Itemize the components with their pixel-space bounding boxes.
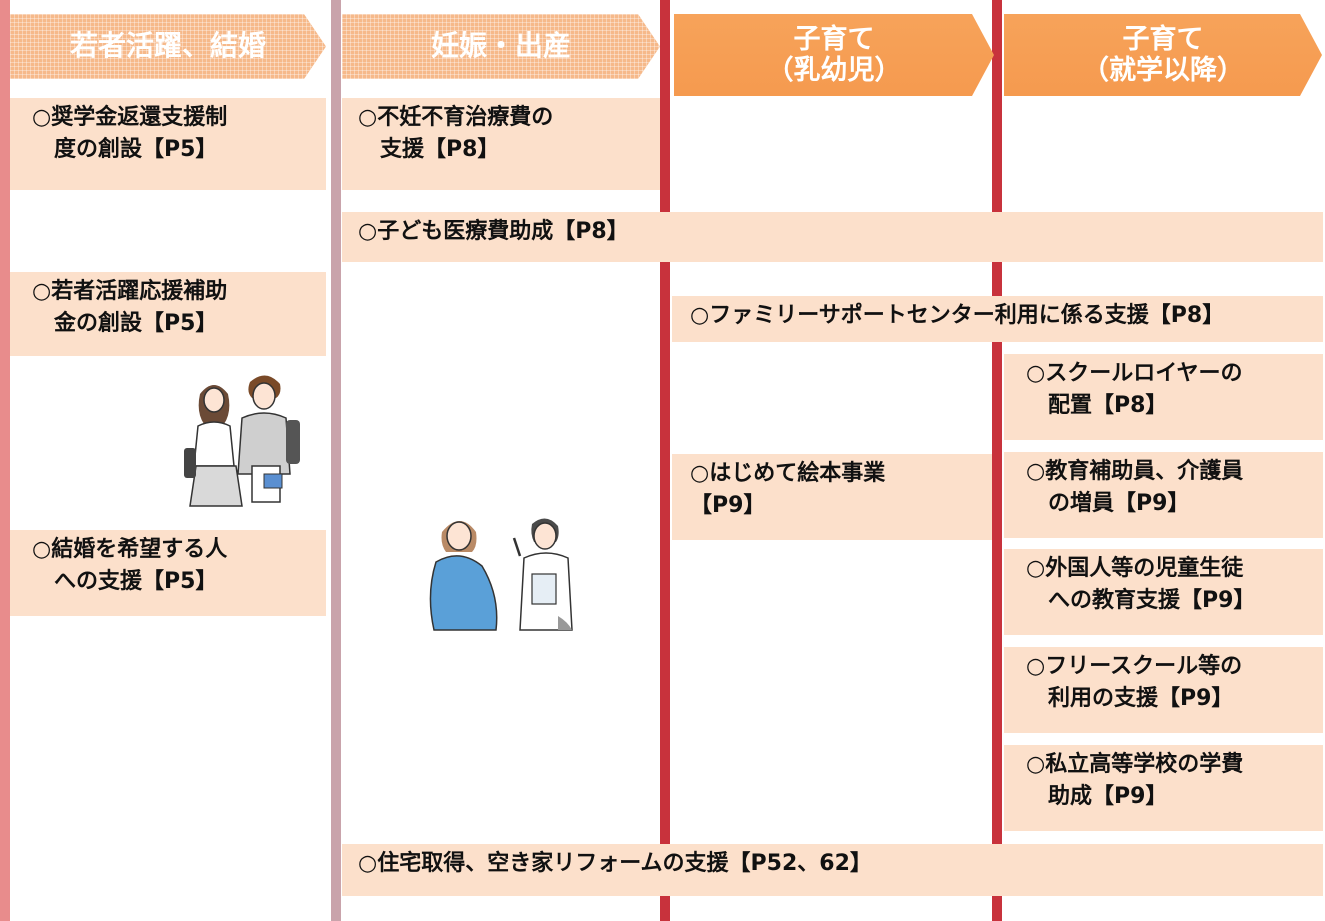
item-label: ○スクールロイヤーの 配置【P8】 xyxy=(1026,361,1243,418)
item-scholarship-repayment: ○奨学金返還支援制 度の創設【P5】 xyxy=(10,98,326,190)
stage-divider-left xyxy=(0,0,10,921)
item-label: ○子ども医療費助成【P8】 xyxy=(358,219,629,244)
item-label: ○フリースクール等の 利用の支援【P9】 xyxy=(1026,654,1243,711)
header-label: 子育て （就学以降） xyxy=(1082,23,1244,86)
item-label: ○ファミリーサポートセンター利用に係る支援【P8】 xyxy=(690,303,1225,328)
item-label: ○外国人等の児童生徒 への教育支援【P9】 xyxy=(1026,556,1256,613)
item-label: ○教育補助員、介護員 の増員【P9】 xyxy=(1026,459,1244,516)
item-label: ○はじめて絵本事業 【P9】 xyxy=(690,461,886,518)
stage-divider-3 xyxy=(992,0,1002,921)
pregnant-woman-doctor-illustration xyxy=(429,518,573,631)
item-free-school: ○フリースクール等の 利用の支援【P9】 xyxy=(1004,647,1323,733)
item-fertility-treatment: ○不妊不育治療費の 支援【P8】 xyxy=(342,98,660,190)
header-label: 若者活躍、結婚 xyxy=(69,29,266,63)
header-label: 子育て （乳幼児） xyxy=(766,23,902,86)
item-label: ○住宅取得、空き家リフォームの支援【P52、62】 xyxy=(358,851,872,876)
item-first-picture-book: ○はじめて絵本事業 【P9】 xyxy=(672,454,992,540)
item-education-aides: ○教育補助員、介護員 の増員【P9】 xyxy=(1004,452,1323,538)
item-youth-activity-subsidy: ○若者活躍応援補助 金の創設【P5】 xyxy=(10,272,326,356)
item-label: ○不妊不育治療費の 支援【P8】 xyxy=(358,105,554,162)
header-childcare-infant: 子育て （乳幼児） xyxy=(674,14,994,96)
item-school-lawyer: ○スクールロイヤーの 配置【P8】 xyxy=(1004,354,1323,440)
item-private-highschool-tuition: ○私立高等学校の学費 助成【P9】 xyxy=(1004,745,1323,831)
item-label: ○私立高等学校の学費 助成【P9】 xyxy=(1026,752,1244,809)
item-label: ○若者活躍応援補助 金の創設【P5】 xyxy=(32,279,228,336)
item-label: ○結婚を希望する人 への支援【P5】 xyxy=(32,537,228,594)
header-pregnancy-birth: 妊娠・出産 xyxy=(342,14,660,79)
item-housing-renovation: ○住宅取得、空き家リフォームの支援【P52、62】 xyxy=(342,844,1323,896)
item-foreign-students: ○外国人等の児童生徒 への教育支援【P9】 xyxy=(1004,549,1323,635)
header-youth-marriage: 若者活躍、結婚 xyxy=(10,14,326,79)
header-childcare-school: 子育て （就学以降） xyxy=(1004,14,1322,96)
item-marriage-support: ○結婚を希望する人 への支援【P5】 xyxy=(10,530,326,616)
item-child-medical-subsidy: ○子ども医療費助成【P8】 xyxy=(342,212,1323,262)
header-label: 妊娠・出産 xyxy=(430,29,571,63)
item-family-support-center: ○ファミリーサポートセンター利用に係る支援【P8】 xyxy=(672,296,1323,342)
stage-divider-2 xyxy=(660,0,670,921)
young-couple-illustration xyxy=(184,375,300,507)
stage-divider-1 xyxy=(331,0,341,921)
item-label: ○奨学金返還支援制 度の創設【P5】 xyxy=(32,105,228,162)
